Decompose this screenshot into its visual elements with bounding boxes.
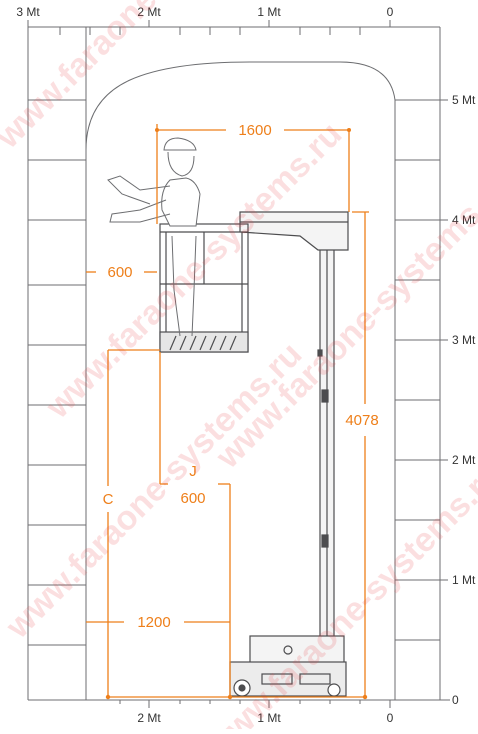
right-label-3mt: 3 Mt <box>452 333 476 347</box>
top-label-3mt: 3 Mt <box>16 5 40 19</box>
dimension-lines <box>86 124 369 698</box>
operator-figure <box>107 137 201 337</box>
right-label-5mt: 5 Mt <box>452 93 476 107</box>
right-label-0: 0 <box>452 693 459 707</box>
label-base-width: 1200 <box>137 614 170 631</box>
label-platform-depth: 600 <box>107 264 132 281</box>
dimension-markers <box>105 128 368 700</box>
bottom-scale: 2 Mt 1 Mt 0 <box>137 711 393 725</box>
dimension-labels: 1600 600 4078 C J 600 1200 <box>103 122 379 631</box>
top-label-1mt: 1 Mt <box>257 5 281 19</box>
label-c: C <box>103 491 114 508</box>
bottom-label-0: 0 <box>387 711 394 725</box>
right-label-2mt: 2 Mt <box>452 453 476 467</box>
right-label-4mt: 4 Mt <box>452 213 476 227</box>
top-label-2mt: 2 Mt <box>137 5 161 19</box>
label-j-value: 600 <box>180 490 205 507</box>
label-platform-width: 1600 <box>238 122 271 139</box>
right-label-1mt: 1 Mt <box>452 573 476 587</box>
bottom-label-1mt: 1 Mt <box>257 711 281 725</box>
bottom-label-2mt: 2 Mt <box>137 711 161 725</box>
top-label-0: 0 <box>387 5 394 19</box>
right-scale: 5 Mt 4 Mt 3 Mt 2 Mt 1 Mt 0 <box>452 93 476 707</box>
label-max-height: 4078 <box>345 412 378 429</box>
basket-floor-hatch <box>169 335 237 351</box>
watermark-text-3: www.faraone-systems.ru <box>0 335 309 646</box>
wheel-rear <box>327 683 341 697</box>
lift-machine <box>107 137 349 697</box>
grid <box>27 20 450 708</box>
top-scale: 3 Mt 2 Mt 1 Mt 0 <box>16 5 393 19</box>
label-j: J <box>189 463 197 480</box>
